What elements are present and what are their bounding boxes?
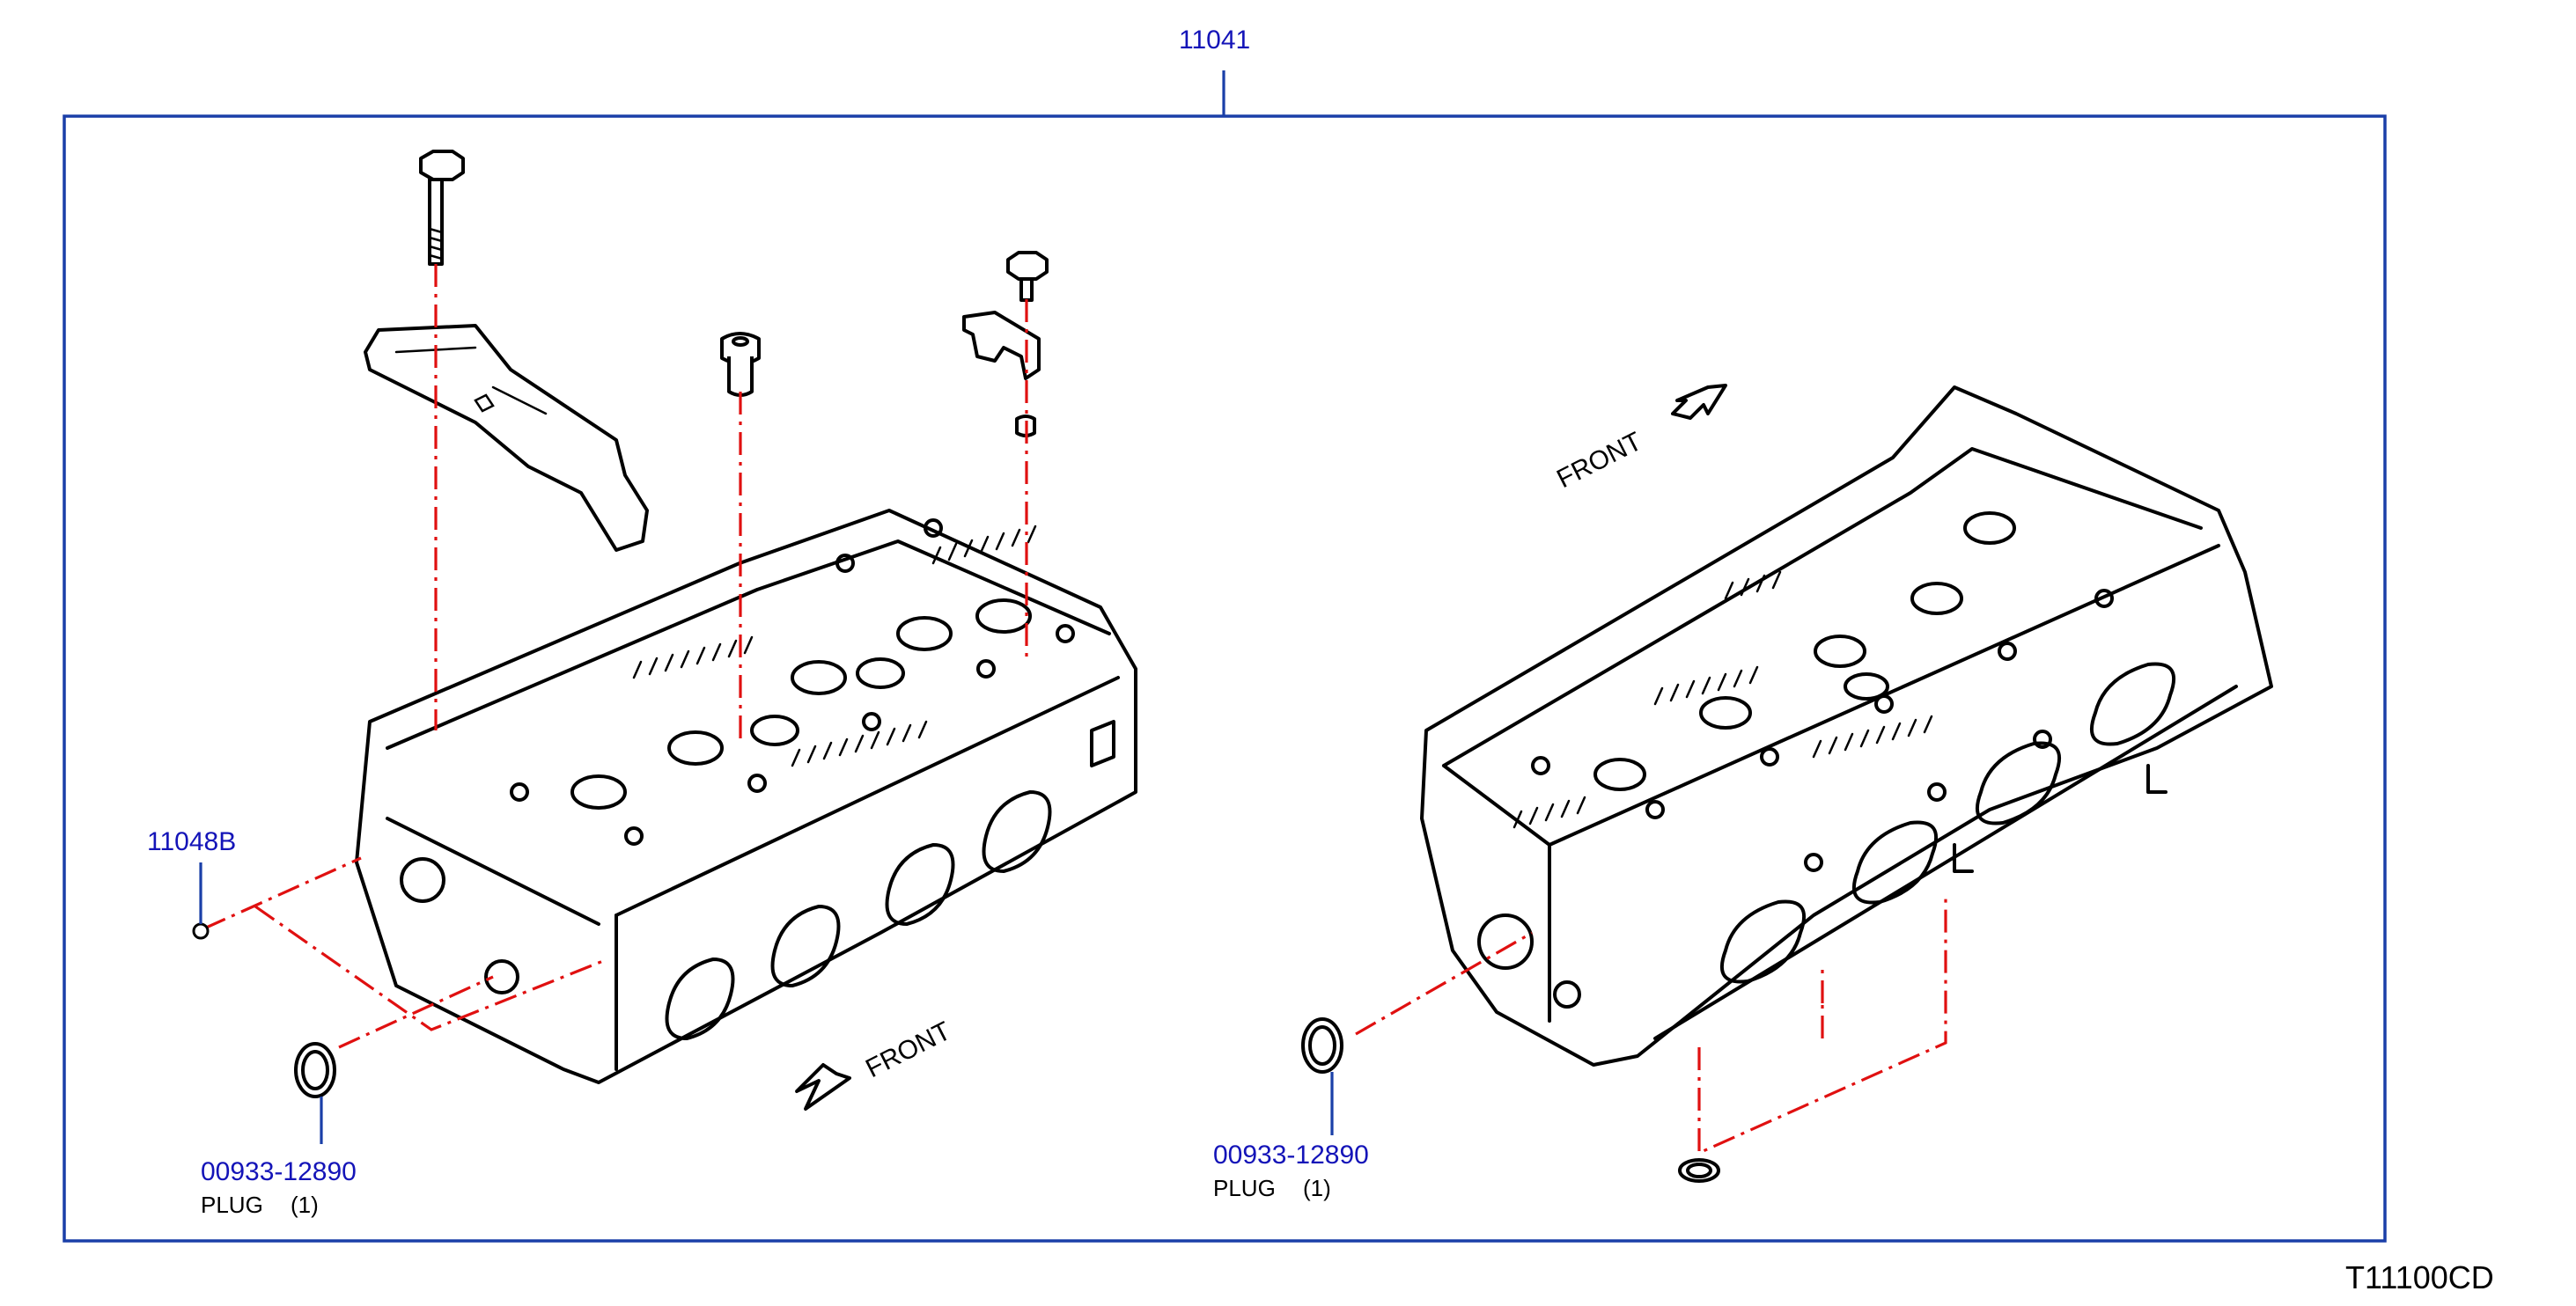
leader-plug-left [338,975,494,1049]
plug-right-quantity: (1) [1303,1175,1331,1201]
seal-ring-right-icon [1678,1158,1720,1183]
plug-left-part-number[interactable]: 00933-12890 [201,1157,357,1186]
cylinder-head-left [355,509,1137,1084]
plug-right-icon [1301,1017,1343,1074]
upper-bracket-left [364,324,649,552]
front-arrow-right-icon [1671,384,1727,420]
seal-ring-part-number[interactable]: 11048B [147,827,237,856]
front-arrow-left-icon [795,1063,851,1111]
plug-right-part-number[interactable]: 00933-12890 [1213,1141,1369,1170]
assembly-part-number[interactable]: 11041 [1179,26,1251,55]
leader-plug-right [1355,931,1533,1036]
plug-right-description: PLUG [1213,1175,1276,1201]
plug-left-icon [294,1042,336,1098]
front-label-right: FRONT [1552,427,1646,494]
long-bolt [419,150,465,266]
dowel-sleeve [720,332,761,397]
plug-left-description: PLUG [201,1192,263,1218]
clamp-bolt-assembly [962,251,1049,437]
seal-ring-icon [192,922,210,940]
plug-left-quantity: (1) [291,1192,319,1218]
figure-code: T11100CD [2345,1259,2494,1295]
leader-seal-ring-left [203,856,608,1031]
front-label-left: FRONT [861,1016,955,1083]
leader-seal-right [1697,898,1947,1156]
cylinder-head-right [1420,385,2273,1067]
